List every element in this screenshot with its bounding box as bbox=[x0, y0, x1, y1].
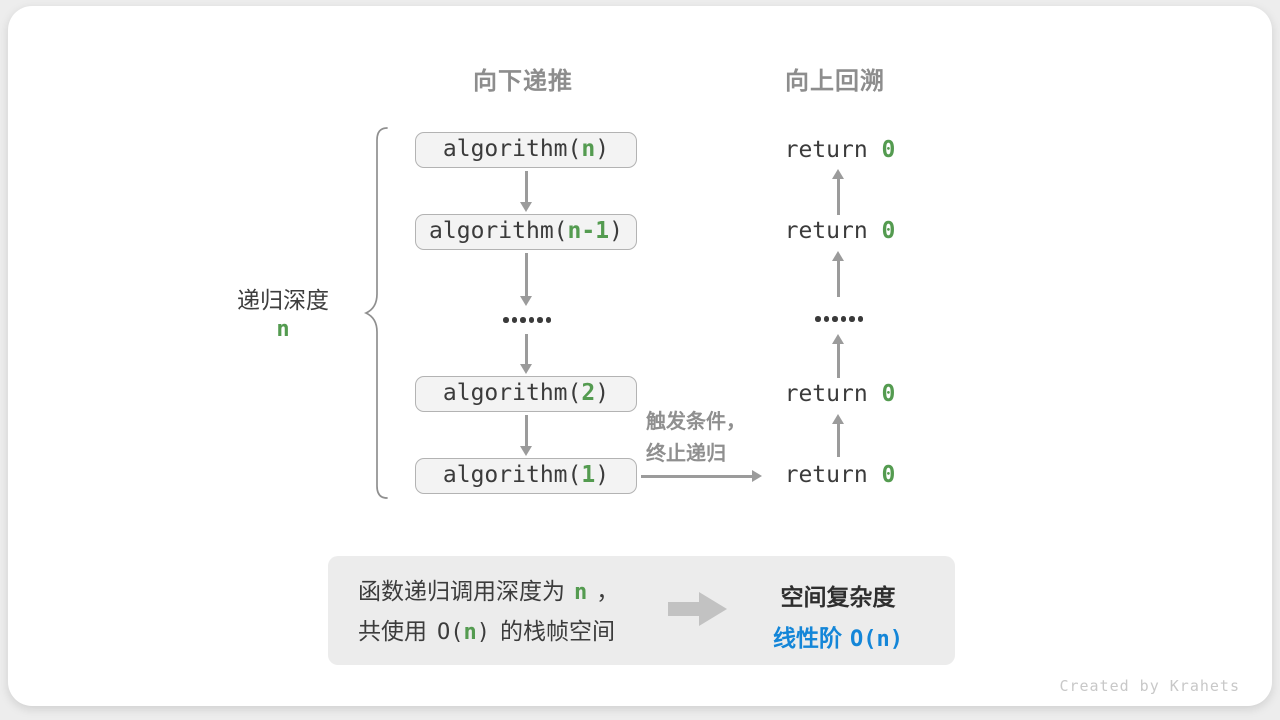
call-box-text: algorithm( bbox=[442, 136, 582, 162]
return-value: 0 bbox=[881, 137, 896, 163]
summary-box bbox=[328, 556, 955, 665]
call-box-param: n-1 bbox=[567, 218, 610, 244]
arrow-down-icon bbox=[524, 253, 528, 297]
call-box-text: ) bbox=[595, 380, 610, 406]
return-keyword: return bbox=[784, 218, 868, 244]
call-box-text: algorithm( bbox=[442, 380, 582, 406]
summary-param: n bbox=[574, 580, 588, 605]
call-box-text: ) bbox=[595, 462, 610, 488]
complexity-order-label: 线性阶 bbox=[773, 625, 842, 651]
call-box-text: ) bbox=[595, 136, 610, 162]
arrow-right-icon bbox=[641, 474, 753, 478]
summary-param: n bbox=[463, 620, 477, 645]
trigger-condition-line2: 终止递归 bbox=[646, 443, 726, 465]
return-value: 0 bbox=[881, 218, 896, 244]
call-box-text: algorithm( bbox=[429, 218, 568, 244]
header-backtrack-up: 向上回溯 bbox=[785, 68, 885, 95]
big-right-arrow-head-icon bbox=[699, 592, 727, 626]
credit-text: Created by Krahets bbox=[1059, 677, 1240, 695]
arrow-down-icon bbox=[524, 171, 528, 203]
complexity-code: O( bbox=[850, 627, 877, 652]
arrow-up-icon bbox=[836, 343, 840, 378]
recursion-depth-label: 递归深度 bbox=[237, 287, 329, 313]
ellipsis-dots bbox=[503, 317, 551, 323]
call-box-text: ) bbox=[609, 218, 623, 244]
ellipsis-dots bbox=[815, 316, 863, 322]
arrow-up-icon bbox=[836, 260, 840, 297]
call-box-param: n bbox=[581, 136, 596, 162]
call-box-n: algorithm(n) bbox=[415, 132, 637, 168]
return-statement: return 0 bbox=[780, 136, 900, 164]
return-statement: return 0 bbox=[780, 217, 900, 245]
call-box-n-1: algorithm(n-1) bbox=[415, 214, 637, 250]
summary-line-2: 共使用 O(n) 的栈帧空间 bbox=[358, 617, 615, 645]
recursion-depth-param: n bbox=[276, 317, 290, 342]
return-keyword: return bbox=[784, 462, 868, 488]
call-box-1: algorithm(1) bbox=[415, 458, 637, 494]
summary-text: ， bbox=[596, 578, 620, 604]
header-recurse-down: 向下递推 bbox=[473, 68, 573, 95]
summary-text: 的栈帧空间 bbox=[500, 618, 615, 644]
complexity-code: ) bbox=[889, 627, 903, 652]
arrow-up-icon bbox=[836, 178, 840, 215]
space-complexity-value: 线性阶 O(n) bbox=[718, 619, 958, 653]
call-box-param: 2 bbox=[581, 380, 596, 406]
call-box-param: 1 bbox=[581, 462, 596, 488]
summary-code: ) bbox=[476, 620, 490, 645]
summary-text: 函数递归调用深度为 bbox=[358, 578, 565, 604]
arrow-down-icon bbox=[524, 415, 528, 447]
return-value: 0 bbox=[881, 462, 896, 488]
return-statement: return 0 bbox=[780, 380, 900, 408]
complexity-param: n bbox=[876, 627, 890, 652]
return-keyword: return bbox=[784, 381, 868, 407]
arrow-up-icon bbox=[836, 423, 840, 457]
return-statement: return 0 bbox=[780, 461, 900, 489]
summary-code: O( bbox=[437, 620, 464, 645]
big-right-arrow-icon bbox=[668, 602, 699, 616]
call-box-2: algorithm(2) bbox=[415, 376, 637, 412]
return-keyword: return bbox=[784, 137, 868, 163]
arrow-down-icon bbox=[524, 334, 528, 365]
call-box-text: algorithm( bbox=[442, 462, 582, 488]
summary-line-1: 函数递归调用深度为 n ， bbox=[358, 577, 619, 605]
curly-brace-icon bbox=[363, 127, 388, 499]
space-complexity-title: 空间复杂度 bbox=[780, 584, 896, 610]
trigger-condition-line1: 触发条件， bbox=[646, 411, 746, 433]
return-value: 0 bbox=[881, 381, 896, 407]
summary-text: 共使用 bbox=[358, 618, 427, 644]
